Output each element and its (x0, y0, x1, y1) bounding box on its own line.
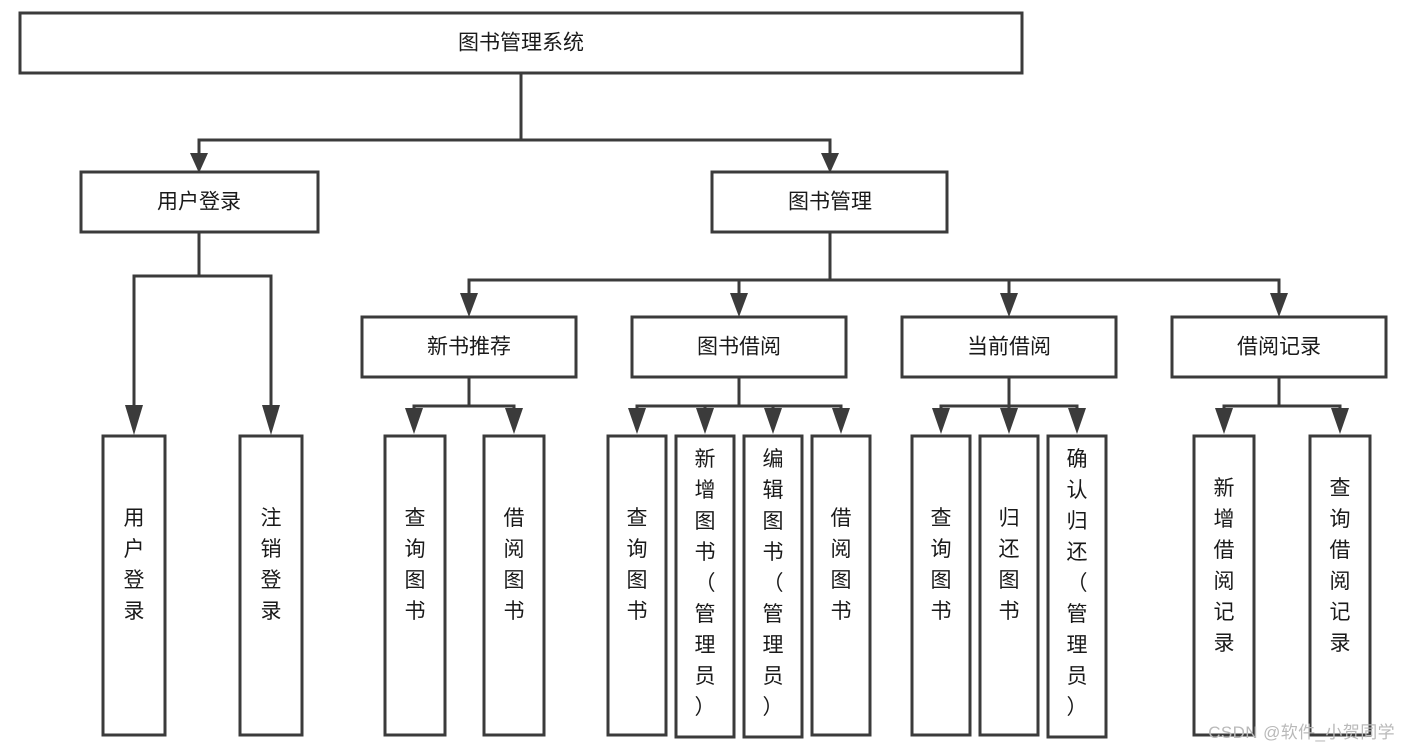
node-leaf-confirm-return-label: 确认归还（管理员） (1067, 448, 1088, 719)
node-leaf-logout-box[interactable] (238, 434, 304, 737)
arrow-to-leaf-query-book-2 (628, 408, 646, 434)
node-user-login-label: 用户登录 (157, 191, 241, 214)
arrow-to-leaf-query-book-3 (932, 408, 950, 434)
node-new-book-recommend[interactable]: 新书推荐 (360, 315, 578, 379)
node-leaf-query-book-2[interactable]: 查询图书 (606, 434, 668, 737)
node-leaf-borrow-book-2-box[interactable] (810, 434, 872, 737)
arrow-to-leaf-query-record (1331, 408, 1349, 434)
arrow-to-user-login (190, 153, 208, 173)
node-leaf-add-record[interactable]: 新增借阅记录 (1192, 434, 1256, 737)
node-book-borrow[interactable]: 图书借阅 (630, 315, 848, 379)
node-leaf-query-book-3-label: 查询图书 (931, 507, 952, 623)
node-leaf-logout[interactable]: 注销登录 (238, 434, 304, 737)
node-leaf-borrow-book-1-box[interactable] (482, 434, 546, 737)
node-leaf-query-book-3-box[interactable] (910, 434, 972, 737)
node-leaf-query-book-1-label: 查询图书 (405, 507, 426, 623)
node-leaf-borrow-book-1[interactable]: 借阅图书 (482, 434, 546, 737)
node-leaf-query-record[interactable]: 查询借阅记录 (1308, 434, 1372, 737)
node-leaf-return-book-label: 归还图书 (999, 507, 1020, 623)
node-leaf-edit-book[interactable]: 编辑图书（管理员） (742, 434, 804, 739)
node-book-management-label: 图书管理 (788, 191, 872, 214)
node-leaf-confirm-return[interactable]: 确认归还（管理员） (1046, 434, 1108, 739)
node-leaf-return-book[interactable]: 归还图书 (978, 434, 1040, 737)
node-leaf-add-book-label: 新增图书（管理员） (695, 448, 716, 719)
node-leaf-add-book[interactable]: 新增图书（管理员） (674, 434, 736, 739)
arrow-to-leaf-borrow-book-2 (832, 408, 850, 434)
node-leaf-borrow-book-1-label: 借阅图书 (504, 507, 525, 623)
node-leaf-borrow-book-2-label: 借阅图书 (831, 507, 852, 623)
node-leaf-query-book-2-box[interactable] (606, 434, 668, 737)
node-leaf-user-login-box[interactable] (101, 434, 167, 737)
arrow-to-leaf-borrow-book-1 (505, 408, 523, 434)
node-book-management-box[interactable] (710, 170, 949, 234)
node-leaf-add-record-label: 新增借阅记录 (1214, 477, 1235, 655)
node-leaf-logout-label: 注销登录 (261, 507, 282, 623)
arrow-to-leaf-user-login (125, 405, 143, 435)
node-leaf-query-book-1-box[interactable] (383, 434, 447, 737)
node-borrow-record-box[interactable] (1170, 315, 1388, 379)
node-new-book-recommend-label: 新书推荐 (427, 336, 511, 359)
arrow-to-current-borrow (1000, 293, 1018, 317)
connector-layer (125, 73, 1349, 435)
node-leaf-add-book-box[interactable] (674, 434, 736, 739)
node-leaf-query-book-1[interactable]: 查询图书 (383, 434, 447, 737)
node-current-borrow-box[interactable] (900, 315, 1118, 379)
node-leaf-return-book-box[interactable] (978, 434, 1040, 737)
node-current-borrow-label: 当前借阅 (967, 336, 1051, 359)
arrow-to-leaf-add-book (696, 408, 714, 434)
arrow-to-leaf-return-book (1000, 408, 1018, 434)
arrow-to-borrow-record (1270, 293, 1288, 317)
csdn-watermark: CSDN @软件_小贺同学 (1208, 723, 1395, 742)
node-leaf-add-record-box[interactable] (1192, 434, 1256, 737)
node-book-borrow-box[interactable] (630, 315, 848, 379)
node-borrow-record[interactable]: 借阅记录 (1170, 315, 1388, 379)
node-leaf-user-login[interactable]: 用户登录 (101, 434, 167, 737)
node-user-login-box[interactable] (79, 170, 320, 234)
node-leaf-confirm-return-box[interactable] (1046, 434, 1108, 739)
arrow-to-book-borrow (730, 293, 748, 317)
arrow-to-new-book-recommend (460, 293, 478, 317)
node-leaf-borrow-book-2[interactable]: 借阅图书 (810, 434, 872, 737)
node-leaf-edit-book-box[interactable] (742, 434, 804, 739)
node-user-login[interactable]: 用户登录 (79, 170, 320, 234)
node-root[interactable]: 图书管理系统 (18, 11, 1024, 75)
arrow-to-book-management (821, 153, 839, 173)
arrow-to-leaf-query-book-1 (405, 408, 423, 434)
node-new-book-recommend-box[interactable] (360, 315, 578, 379)
node-current-borrow[interactable]: 当前借阅 (900, 315, 1118, 379)
node-leaf-edit-book-label: 编辑图书（管理员） (763, 448, 784, 719)
arrow-to-leaf-add-record (1215, 408, 1233, 434)
node-book-management[interactable]: 图书管理 (710, 170, 949, 234)
arrow-to-leaf-edit-book (764, 408, 782, 434)
node-root-box[interactable] (18, 11, 1024, 75)
arrow-to-leaf-logout (262, 405, 280, 435)
node-leaf-query-record-label: 查询借阅记录 (1330, 477, 1351, 655)
node-book-borrow-label: 图书借阅 (697, 336, 781, 359)
node-leaf-query-book-2-label: 查询图书 (627, 507, 648, 623)
node-root-label: 图书管理系统 (458, 32, 584, 55)
arrow-to-leaf-confirm-return (1068, 408, 1086, 434)
node-leaf-user-login-label: 用户登录 (124, 507, 145, 623)
node-leaf-query-record-box[interactable] (1308, 434, 1372, 737)
node-leaf-query-book-3[interactable]: 查询图书 (910, 434, 972, 737)
node-borrow-record-label: 借阅记录 (1237, 336, 1321, 359)
